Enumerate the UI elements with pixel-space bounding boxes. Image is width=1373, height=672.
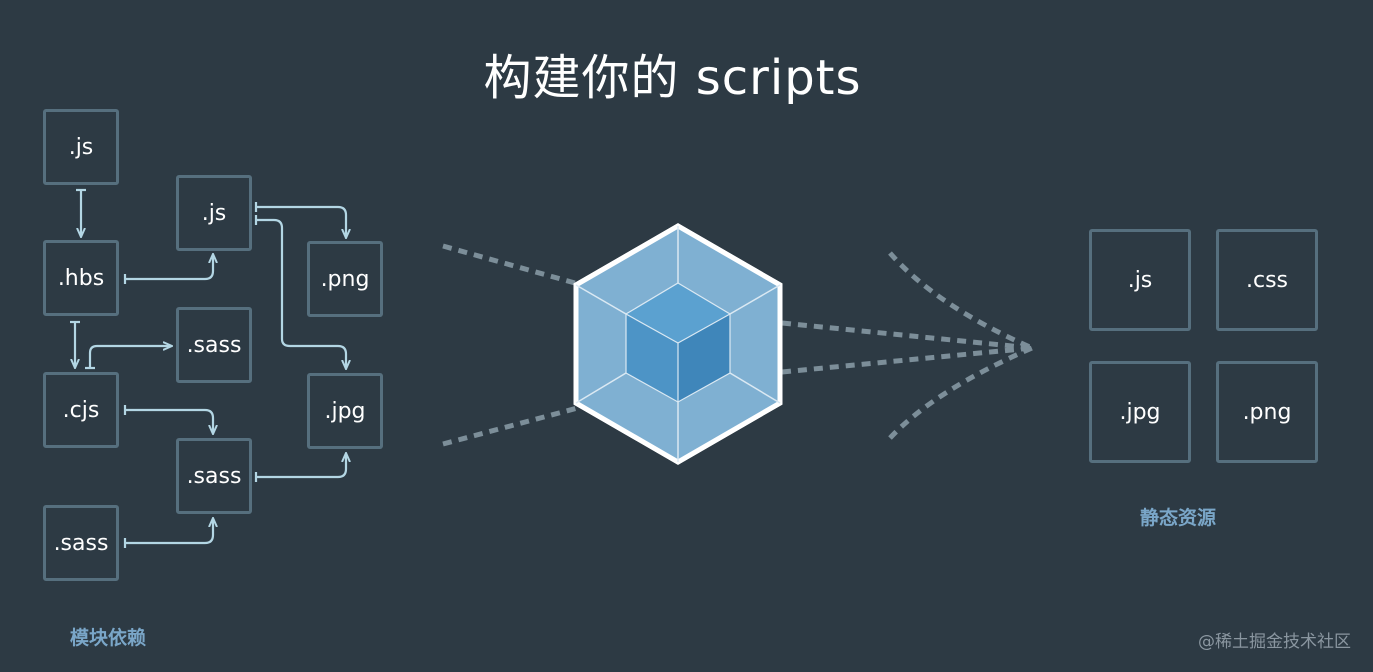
asset-js: .js xyxy=(1089,229,1191,331)
flow-in-top xyxy=(442,243,601,293)
edge-hbs-js xyxy=(125,255,213,281)
bundler-cube-icon xyxy=(573,223,783,465)
module-js-top: .js xyxy=(43,109,119,185)
module-sass-bottom: .sass xyxy=(43,505,119,581)
module-png: .png xyxy=(307,241,383,317)
edge-cjs-sass-mid xyxy=(125,408,213,433)
assets-caption: 静态资源 xyxy=(1140,507,1217,529)
module-hbs: .hbs xyxy=(43,240,119,316)
edge-cjs-sass-top xyxy=(88,346,171,368)
page-title: 构建你的 scripts xyxy=(483,50,862,106)
edge-js-jpg xyxy=(256,218,346,368)
watermark: @稀土掘金技术社区 xyxy=(1198,632,1351,652)
asset-jpg: .jpg xyxy=(1089,361,1191,463)
flow-in-bottom xyxy=(442,399,601,447)
flow-out-1 xyxy=(781,320,1033,351)
flow-out-3 xyxy=(888,251,1034,351)
module-jpg: .jpg xyxy=(307,373,383,449)
edge-sass-jpg xyxy=(256,454,346,479)
edge-js-png xyxy=(256,205,346,237)
module-cjs: .cjs xyxy=(43,372,119,448)
modules-caption: 模块依赖 xyxy=(70,627,147,649)
asset-png: .png xyxy=(1216,361,1318,463)
edge-sass-sass xyxy=(125,519,213,545)
module-sass-top: .sass xyxy=(176,307,252,383)
module-sass-middle: .sass xyxy=(176,438,252,514)
flow-out-4 xyxy=(888,345,1033,440)
flow-out-2 xyxy=(781,345,1033,375)
asset-css: .css xyxy=(1216,229,1318,331)
module-js-middle: .js xyxy=(176,175,252,251)
